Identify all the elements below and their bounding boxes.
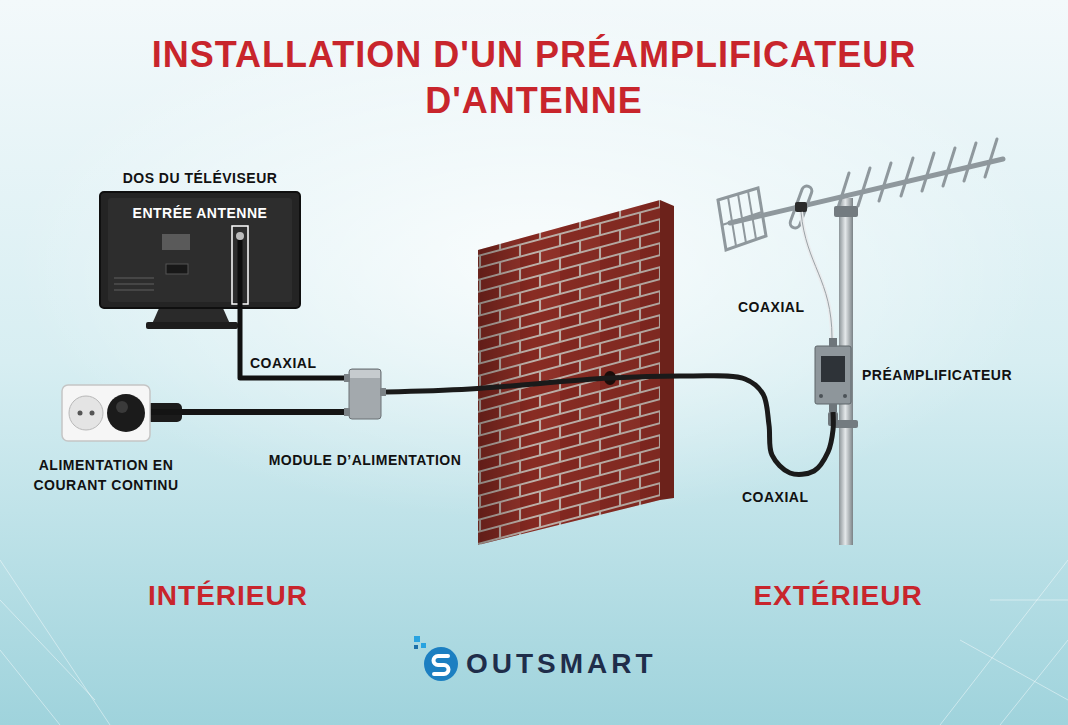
zone-label: INTÉRIEUR (98, 578, 358, 614)
preamp-caption: PRÉAMPLIFICATEUR (862, 365, 1012, 385)
wall-shading (478, 200, 660, 545)
antenna-boom (730, 159, 1003, 223)
outlet-socket (69, 396, 103, 430)
f-connector (344, 408, 350, 416)
socket-hole (90, 411, 95, 416)
wall-outlet-shape (62, 385, 150, 441)
module-highlight (350, 370, 380, 378)
antenna-reflector (718, 188, 766, 250)
reflector-grid (722, 191, 762, 246)
coaxial-lead (238, 240, 243, 308)
cable-label: COAXIAL (738, 298, 805, 316)
brand-wordmark: OUTSMART (466, 646, 657, 682)
module-caption: MODULE D’ALIMENTATION (235, 450, 495, 470)
preamp-body (815, 346, 851, 404)
f-connector (829, 338, 837, 347)
wall-side (660, 200, 674, 500)
plug-head (107, 394, 145, 432)
antenna-coaxial-edge (801, 212, 832, 338)
f-connector (380, 388, 386, 396)
diagram-title: INSTALLATION D'UN PRÉAMPLIFICATEUR D'ANT… (104, 32, 964, 124)
preamp-panel (821, 356, 845, 382)
wall-outlet: ALIMENTATION EN COURANT CONTINU (62, 385, 150, 441)
dipole-box (795, 202, 807, 212)
port-label: ENTRÉE ANTENNE (100, 204, 300, 222)
antenna-socket (236, 232, 244, 240)
preamp-screw (819, 394, 823, 398)
logo-badge (424, 647, 458, 681)
power-module: MODULE D’ALIMENTATION (344, 366, 386, 422)
preamplifier: PRÉAMPLIFICATEUR (812, 338, 854, 412)
rating-sticker (162, 234, 190, 250)
outlet-plate (62, 385, 150, 441)
tv-back (100, 192, 300, 308)
power-plug (146, 403, 182, 422)
module-body (349, 369, 381, 419)
logo-pixel (421, 643, 426, 648)
antenna-directors (837, 139, 997, 211)
power-cord (150, 409, 344, 415)
wall-hole (604, 371, 616, 385)
television: DOS DU TÉLÉVISEUR ENTRÉE ANTENNE (100, 166, 300, 308)
network-lines (0, 560, 1068, 725)
socket-hole (78, 411, 83, 416)
tv-vent (114, 278, 154, 290)
brick-wall (478, 200, 660, 545)
logo-pixel (414, 636, 420, 642)
preamp-screw (843, 394, 847, 398)
preamplifier-shape (812, 338, 854, 412)
power-module-shape (344, 366, 386, 422)
outlet-caption: ALIMENTATION EN COURANT CONTINU (6, 455, 206, 495)
cable-label: COAXIAL (250, 354, 317, 372)
f-connector (344, 374, 350, 382)
logo-mark (434, 656, 449, 674)
hdmi-port (166, 264, 188, 274)
tv-stand-base (146, 322, 238, 329)
coaxial-cable (240, 308, 344, 378)
device-caption: DOS DU TÉLÉVISEUR (100, 168, 300, 188)
antenna-coaxial (801, 212, 832, 338)
plug-highlight (116, 401, 128, 413)
cable-label: COAXIAL (742, 488, 809, 506)
mast-clamp (834, 206, 858, 217)
logo-pixel (414, 645, 418, 649)
f-connector (828, 412, 838, 426)
zone-label: EXTÉRIEUR (708, 578, 968, 614)
f-connector (829, 404, 837, 412)
